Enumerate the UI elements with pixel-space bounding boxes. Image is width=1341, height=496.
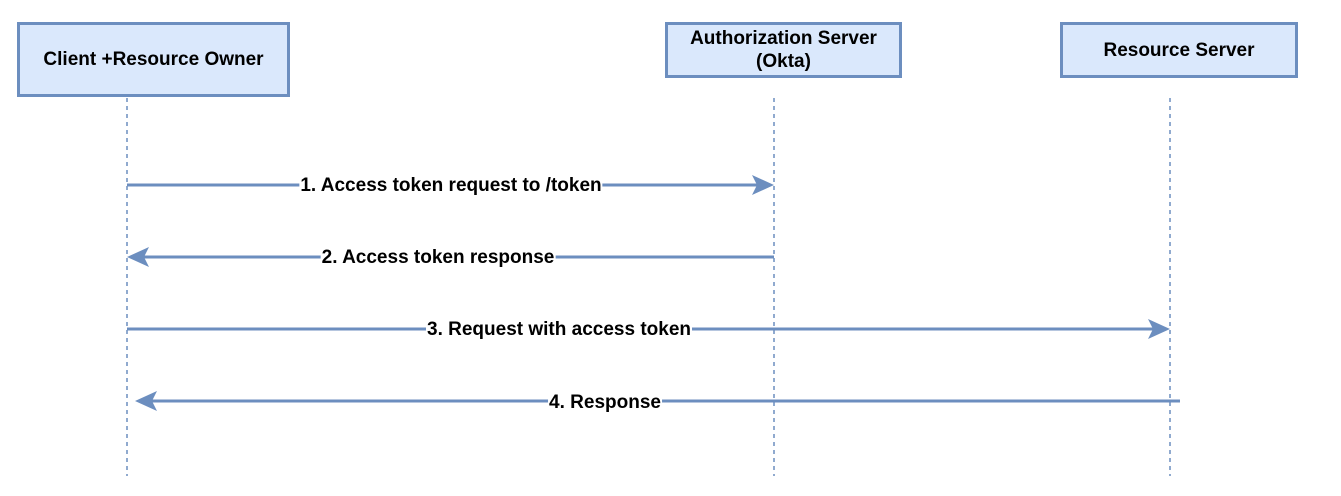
message-2-label: 2. Access token response: [320, 247, 556, 269]
participant-auth-label-line1: Authorization Server: [690, 28, 877, 49]
message-1-arrowhead: [752, 175, 774, 195]
participant-auth-label-line2: (Okta): [756, 51, 811, 72]
participant-resource-label: Resource Server: [1103, 39, 1255, 61]
message-4-label: 4. Response: [548, 392, 662, 414]
participant-resource-server: Resource Server: [1060, 22, 1298, 78]
message-3-label: 3. Request with access token: [426, 319, 692, 341]
message-3-arrowhead: [1148, 319, 1170, 339]
participant-authorization-server: Authorization Server (Okta): [665, 22, 902, 78]
participant-client-resource-owner: Client +Resource Owner: [17, 22, 290, 97]
message-4-arrowhead: [135, 391, 157, 411]
message-1-label: 1. Access token request to /token: [299, 175, 603, 197]
participant-client-label: Client +Resource Owner: [43, 49, 264, 70]
message-2-arrowhead: [127, 247, 149, 267]
